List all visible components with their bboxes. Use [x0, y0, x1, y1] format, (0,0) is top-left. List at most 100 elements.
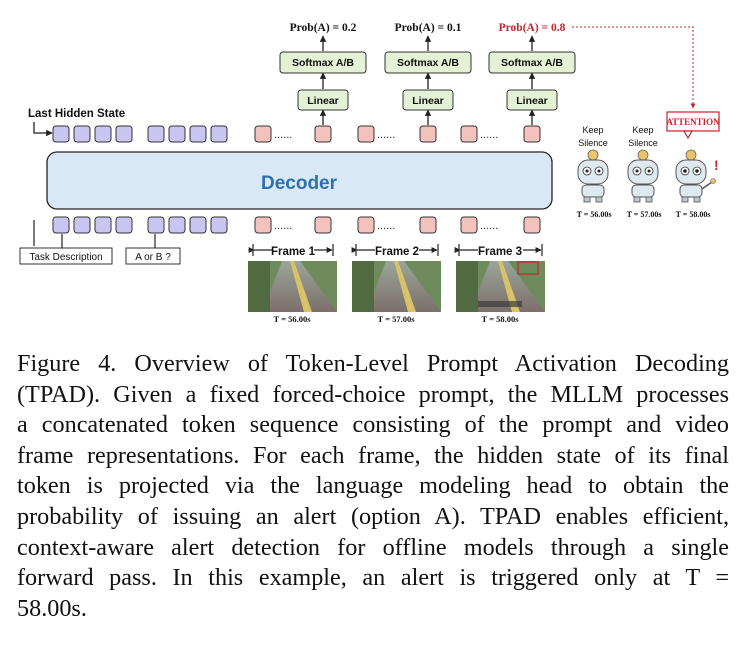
linear-label: Linear	[307, 95, 339, 107]
caption-line: forward pass. In this example, an alert …	[17, 564, 729, 592]
prompt-token	[168, 216, 186, 234]
attention-bubble	[666, 111, 720, 132]
prompt-token	[147, 216, 165, 234]
prompt-token	[168, 125, 186, 143]
frame-token	[357, 125, 375, 143]
prompt-token	[52, 216, 70, 234]
frame-label-1: Frame 1	[271, 246, 316, 258]
softmax-label: Softmax A/B	[501, 57, 563, 69]
caption-line: context-aware alert detection for offlin…	[17, 533, 729, 561]
robot-label-2b: Silence	[628, 138, 658, 148]
frame-image-3	[456, 261, 545, 312]
decoder-block	[46, 151, 553, 210]
robot-label-2a: Keep	[632, 125, 653, 135]
frame-token	[254, 125, 272, 143]
tpad-diagram: Last Hidden State ...... ...... ...... L…	[19, 22, 720, 324]
head-column-3: Linear Softmax A/B Prob(A) = 0.8	[488, 22, 576, 125]
prob-label-1: Prob(A) = 0.2	[290, 22, 357, 34]
frame-time-2: T = 57.00s	[377, 314, 415, 324]
frame-token	[523, 216, 541, 234]
frame-token	[460, 216, 478, 234]
linear-box	[297, 89, 349, 111]
dots: ......	[480, 129, 498, 141]
figure-caption: Figure 4. Overview of Token-Level Prompt…	[17, 349, 729, 624]
prompt-token	[73, 216, 91, 234]
softmax-box	[384, 51, 472, 74]
frame-token-final	[314, 125, 332, 143]
alert-connector	[572, 26, 696, 109]
frame-token-final	[523, 125, 541, 143]
decoder-label: Decoder	[261, 173, 338, 194]
frame-token	[314, 216, 332, 234]
robot-label-1b: Silence	[578, 138, 608, 148]
head-column-2: Linear Softmax A/B Prob(A) = 0.1	[384, 22, 472, 125]
prob-label-3-alert: Prob(A) = 0.8	[499, 22, 566, 34]
attention-label: ATTENTION	[666, 117, 720, 127]
robot-3-alert: ATTENTION ! T = 58.00s	[666, 111, 720, 219]
softmax-box	[488, 51, 576, 74]
robot-2: Keep Silence T = 57.00s	[627, 125, 662, 219]
softmax-label: Softmax A/B	[397, 57, 459, 69]
linear-box	[506, 89, 558, 111]
linear-label: Linear	[412, 95, 444, 107]
softmax-box	[279, 51, 367, 74]
task-description-box	[19, 247, 113, 265]
frame-time-1: T = 56.00s	[273, 314, 311, 324]
frame-token	[254, 216, 272, 234]
robot-1: Keep Silence T = 56.00s	[577, 125, 612, 219]
bottom-frame-tokens: ...... ...... ......	[254, 216, 541, 234]
caption-line: token is projected via the language mode…	[17, 472, 729, 500]
frame-image-2	[352, 261, 441, 312]
frame-bracket-2: Frame 2	[351, 244, 439, 258]
dots: ......	[480, 220, 498, 232]
caption-line: frame representations. For each frame, t…	[17, 441, 729, 469]
detection-box	[517, 261, 539, 275]
caption-line: Figure 4. Overview of Token-Level Prompt…	[17, 350, 729, 377]
robot-time-3: T = 58.00s	[676, 210, 711, 219]
frame-token	[357, 216, 375, 234]
softmax-label: Softmax A/B	[292, 57, 354, 69]
bottom-prompt-tokens	[52, 216, 228, 234]
robot-time-2: T = 57.00s	[627, 210, 662, 219]
dots: ......	[377, 220, 395, 232]
prompt-token	[94, 216, 112, 234]
caption-line: (TPAD). Given a fixed forced-choice prom…	[17, 380, 729, 408]
dots: ......	[274, 129, 292, 141]
prompt-token	[115, 216, 133, 234]
prompt-token	[73, 125, 91, 143]
prompt-token	[189, 216, 207, 234]
frame-token-final	[419, 125, 437, 143]
dots: ......	[377, 129, 395, 141]
frame-token	[460, 125, 478, 143]
exclamation-icon: !	[714, 157, 719, 173]
frame-token	[419, 216, 437, 234]
hidden-state-arrow	[33, 122, 53, 137]
caption-line: probability of issuing an alert (option …	[17, 502, 729, 530]
robot-time-1: T = 56.00s	[577, 210, 612, 219]
prob-label-2: Prob(A) = 0.1	[395, 22, 462, 34]
frame-bracket-3: Frame 3	[454, 244, 543, 258]
frame-bracket-1: Frame 1	[248, 244, 334, 258]
linear-label: Linear	[516, 95, 548, 107]
prompt-token	[115, 125, 133, 143]
last-hidden-state-label: Last Hidden State	[28, 108, 125, 120]
prompt-token	[210, 125, 228, 143]
prompt-token	[189, 125, 207, 143]
prompt-token	[147, 125, 165, 143]
prompt-token	[94, 125, 112, 143]
dots: ......	[274, 220, 292, 232]
prompt-token	[210, 216, 228, 234]
caption-line: a concatenated token sequence consisting…	[17, 411, 729, 439]
frame-label-2: Frame 2	[375, 246, 419, 258]
task-description-label: Task Description	[29, 252, 102, 263]
head-column-1: Linear Softmax A/B Prob(A) = 0.2	[279, 22, 367, 125]
linear-box	[402, 89, 454, 111]
frame-label-3: Frame 3	[478, 246, 522, 258]
caption-line: 58.00s.	[17, 594, 87, 622]
top-prompt-tokens	[52, 125, 228, 143]
a-or-b-label: A or B ?	[135, 252, 171, 263]
prompt-token	[52, 125, 70, 143]
a-or-b-box	[125, 247, 181, 265]
frame-image-1	[248, 261, 337, 312]
